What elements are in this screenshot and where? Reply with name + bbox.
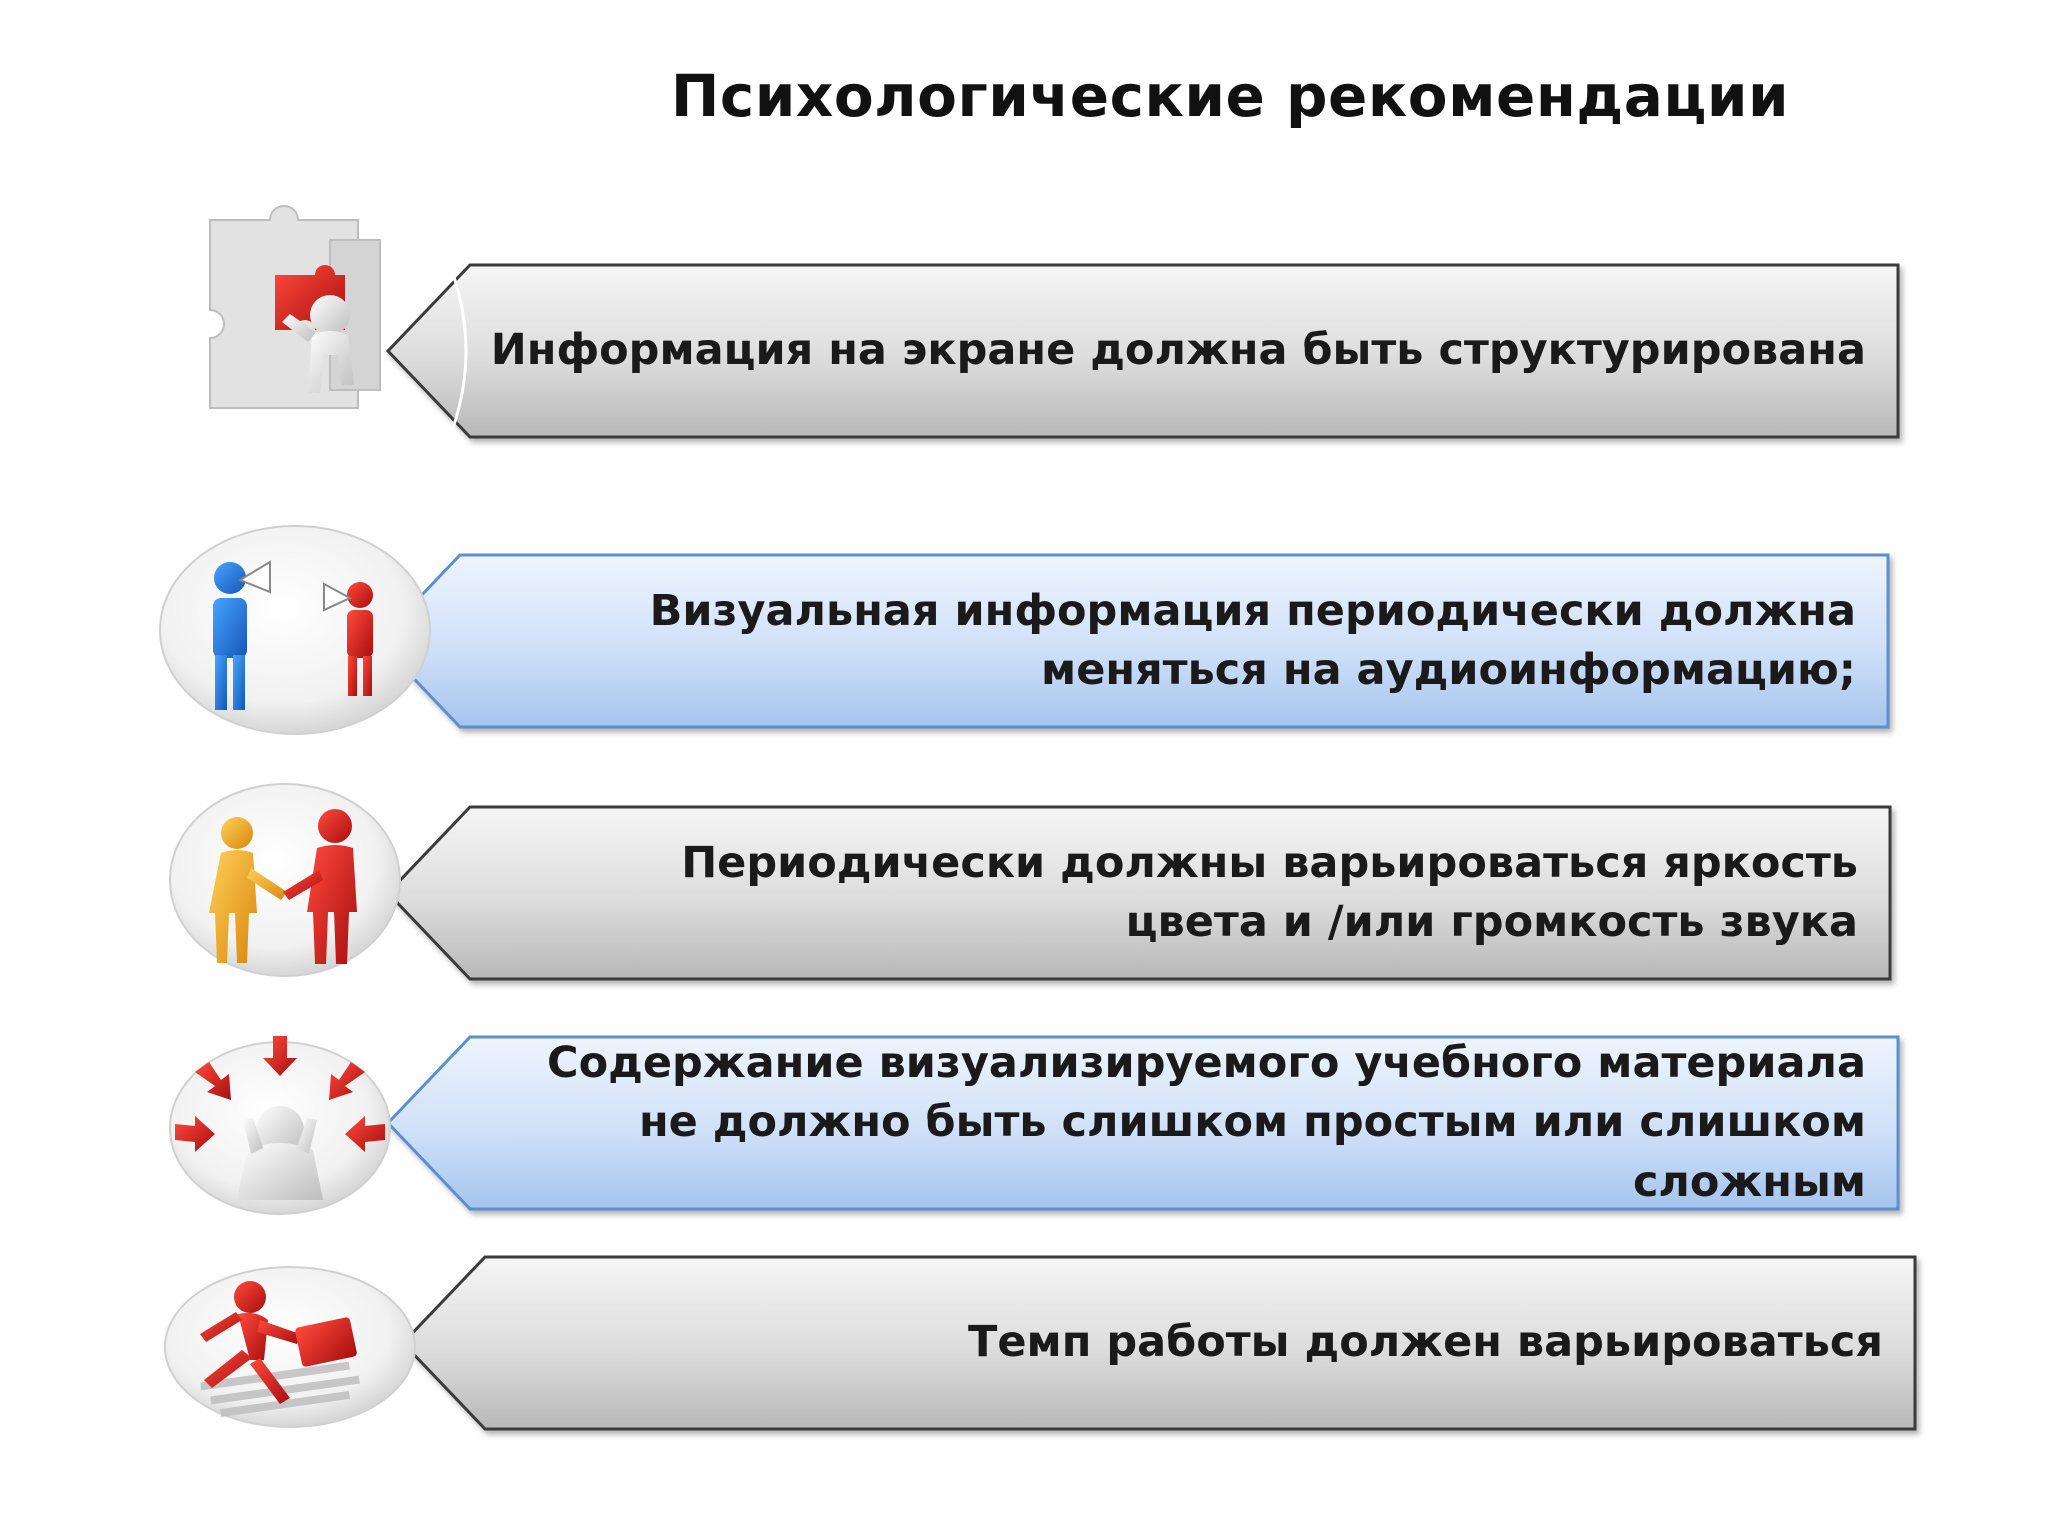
arrow-banner [385,1035,1900,1211]
recommendation-row-3: Периодически должны варьироваться яркост… [380,805,1892,981]
recommendation-row-1: Информация на экране должна быть структу… [380,263,1900,439]
recommendation-text: Информация на экране должна быть структу… [490,325,1866,376]
puzzle-figure-icon [180,200,410,430]
recommendation-row-2: Визуальная информация периодически должн… [370,553,1890,729]
running-figure-icon [160,1262,420,1432]
recommendation-text: Содержание визуализируемого учебного мат… [547,1038,1866,1207]
recommendation-row-5: Темп работы должен варьироваться [395,1255,1917,1431]
recommendation-text: Периодически должны варьироваться яркост… [681,837,1858,947]
recommendation-text: Темп работы должен варьироваться [968,1317,1883,1368]
stress-arrows-icon [165,1030,395,1220]
arrow-banner [400,1255,1917,1431]
recommendation-text: Визуальная информация периодически должн… [649,585,1856,695]
recommendation-row-4: Содержание визуализируемого учебного мат… [380,1035,1900,1211]
arrow-banner [385,263,1900,439]
page-title: Психологические рекомендации [670,62,1790,130]
handshake-figures-icon [165,778,405,982]
arrow-banner [385,805,1892,981]
megaphone-figures-icon [155,510,435,740]
